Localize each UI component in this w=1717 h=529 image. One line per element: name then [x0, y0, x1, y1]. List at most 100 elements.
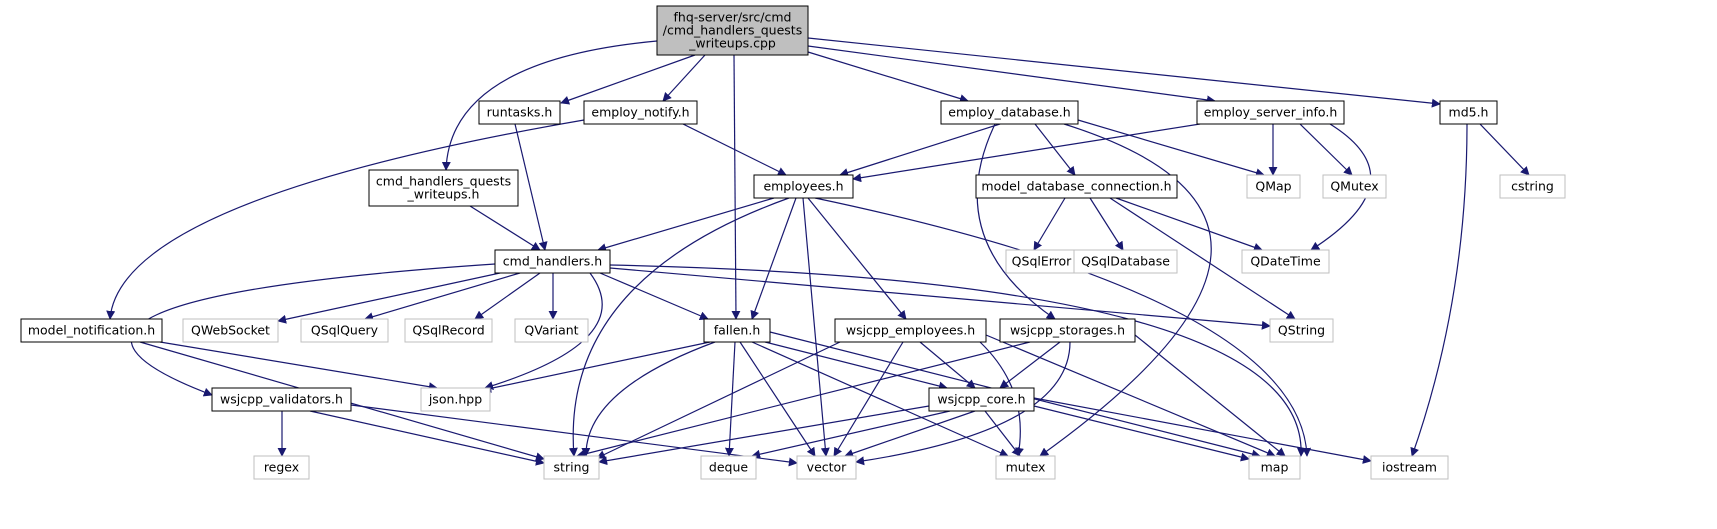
node-QSqlError[interactable]: QSqlError: [1005, 249, 1078, 274]
node-box-cmd_handlers: [494, 249, 611, 274]
node-map[interactable]: map: [1248, 455, 1301, 480]
node-label-QSqlError: QSqlError: [1012, 254, 1073, 269]
node-wsjcpp_core[interactable]: wsjcpp_core.h: [928, 387, 1035, 412]
node-label-cmd_handlers_quests_writeups_h: _writeups.h: [407, 187, 480, 202]
edge-wsjcpp_core-to-mutex: [984, 410, 1021, 457]
edge-employ_server_info-to-employees: [852, 123, 1201, 183]
node-mutex[interactable]: mutex: [995, 455, 1056, 480]
edge-employ_database-to-QMap: [1077, 119, 1265, 178]
edge-root-to-md5: [807, 37, 1441, 108]
edge-fallen-to-mutex: [751, 341, 1009, 457]
node-QSqlRecord[interactable]: QSqlRecord: [404, 318, 493, 343]
node-model_notification[interactable]: model_notification.h: [20, 318, 163, 343]
edge-wsjcpp_core-to-iostream: [1033, 397, 1372, 464]
node-employees[interactable]: employees.h: [753, 174, 854, 199]
node-box-deque: [700, 455, 757, 480]
node-box-runtasks: [478, 100, 561, 125]
edge-wsjcpp_validators-to-vector: [350, 404, 798, 467]
node-label-QVariant: QVariant: [524, 323, 578, 338]
node-box-QSqlDatabase: [1073, 249, 1178, 274]
edge-fallen-to-json_hpp: [482, 341, 711, 393]
node-label-employ_server_info: employ_server_info.h: [1204, 105, 1338, 120]
edge-model_database_connection-to-QDateTime: [1115, 197, 1263, 252]
edge-wsjcpp_employees-to-vector: [833, 341, 904, 457]
edge-fallen-to-string: [581, 341, 716, 457]
edge-model_notification-to-json_hpp: [159, 341, 438, 392]
edge-runtasks-to-cmd_handlers: [514, 123, 548, 251]
node-iostream[interactable]: iostream: [1370, 455, 1449, 480]
node-runtasks[interactable]: runtasks.h: [478, 100, 561, 125]
node-cstring[interactable]: cstring: [1499, 174, 1566, 199]
node-box-QSqlRecord: [404, 318, 493, 343]
node-wsjcpp_employees[interactable]: wsjcpp_employees.h: [834, 318, 987, 343]
node-box-QSqlQuery: [300, 318, 389, 343]
node-label-employ_notify: employ_notify.h: [591, 105, 689, 120]
edge-wsjcpp_storages-to-map: [1134, 334, 1286, 457]
node-box-md5: [1439, 100, 1498, 125]
node-QWebSocket[interactable]: QWebSocket: [182, 318, 279, 343]
node-box-QDateTime: [1241, 249, 1330, 274]
node-employ_notify[interactable]: employ_notify.h: [583, 100, 698, 125]
node-regex[interactable]: regex: [253, 455, 310, 480]
node-wsjcpp_storages[interactable]: wsjcpp_storages.h: [999, 318, 1136, 343]
node-label-QWebSocket: QWebSocket: [191, 323, 270, 338]
node-QSqlQuery[interactable]: QSqlQuery: [300, 318, 389, 343]
node-label-iostream: iostream: [1382, 460, 1437, 475]
node-QString[interactable]: QString: [1269, 318, 1334, 343]
edge-cmd_handlers_quests_writeups_h-to-cmd_handlers: [469, 205, 541, 251]
edge-cmd_handlers-to-fallen: [599, 272, 709, 320]
node-wsjcpp_validators[interactable]: wsjcpp_validators.h: [211, 387, 352, 412]
node-label-QMutex: QMutex: [1330, 179, 1378, 194]
node-label-cmd_handlers: cmd_handlers.h: [503, 254, 602, 269]
node-box-string: [543, 455, 600, 480]
node-root[interactable]: fhq-server/src/cmd/cmd_handlers_quests_w…: [656, 5, 809, 56]
node-label-vector: vector: [807, 460, 848, 475]
edge-root-to-cmd_handlers_quests_writeups_h: [441, 40, 658, 171]
node-label-mutex: mutex: [1006, 460, 1046, 475]
edge-employ_notify-to-employees: [682, 123, 787, 176]
edge-cmd_handlers-to-QSqlRecord: [474, 272, 541, 320]
node-vector[interactable]: vector: [796, 455, 857, 480]
node-QMap[interactable]: QMap: [1246, 174, 1301, 199]
node-md5[interactable]: md5.h: [1439, 100, 1498, 125]
edge-wsjcpp_employees-to-wsjcpp_core: [919, 341, 976, 389]
node-model_database_connection[interactable]: model_database_connection.h: [975, 174, 1178, 199]
edge-wsjcpp_core-to-vector: [844, 410, 976, 458]
node-box-employ_server_info: [1196, 100, 1345, 125]
node-label-cmd_handlers_quests_writeups_h: cmd_handlers_quests: [376, 174, 511, 189]
node-QDateTime[interactable]: QDateTime: [1241, 249, 1330, 274]
node-employ_database[interactable]: employ_database.h: [940, 100, 1079, 125]
node-employ_server_info[interactable]: employ_server_info.h: [1196, 100, 1345, 125]
edge-root-to-employ_database: [807, 51, 969, 103]
node-cmd_handlers_quests_writeups_h[interactable]: cmd_handlers_quests_writeups.h: [368, 169, 519, 207]
node-QMutex[interactable]: QMutex: [1322, 174, 1387, 199]
edge-employees-to-wsjcpp_employees: [807, 197, 907, 320]
edge-layer: [106, 37, 1530, 467]
edge-fallen-to-deque: [724, 341, 736, 457]
node-box-employ_notify: [583, 100, 698, 125]
edge-wsjcpp_storages-to-string: [576, 341, 1031, 459]
node-QSqlDatabase[interactable]: QSqlDatabase: [1073, 249, 1178, 274]
edge-employees-to-cmd_handlers: [597, 197, 775, 253]
node-label-QDateTime: QDateTime: [1250, 254, 1321, 269]
edge-employ_server_info-to-QMutex: [1299, 123, 1353, 176]
edge-employ_database-to-employees: [839, 123, 1001, 177]
node-deque[interactable]: deque: [700, 455, 757, 480]
node-fallen[interactable]: fallen.h: [703, 318, 771, 343]
node-label-regex: regex: [264, 460, 299, 475]
node-json_hpp[interactable]: json.hpp: [420, 387, 491, 412]
node-label-runtasks: runtasks.h: [487, 105, 553, 120]
node-label-model_database_connection: model_database_connection.h: [981, 179, 1171, 194]
node-QVariant[interactable]: QVariant: [514, 318, 589, 343]
edge-root-to-runtasks: [560, 54, 696, 105]
node-box-cstring: [1499, 174, 1566, 199]
edge-employ_database-to-wsjcpp_storages: [976, 123, 1056, 320]
node-string[interactable]: string: [543, 455, 600, 480]
node-layer: fhq-server/src/cmd/cmd_handlers_quests_w…: [20, 5, 1566, 480]
edge-md5-to-cstring: [1479, 123, 1530, 176]
node-box-iostream: [1370, 455, 1449, 480]
node-box-regex: [253, 455, 310, 480]
node-cmd_handlers[interactable]: cmd_handlers.h: [494, 249, 611, 274]
node-label-wsjcpp_core: wsjcpp_core.h: [937, 392, 1025, 407]
node-label-map: map: [1261, 460, 1289, 475]
